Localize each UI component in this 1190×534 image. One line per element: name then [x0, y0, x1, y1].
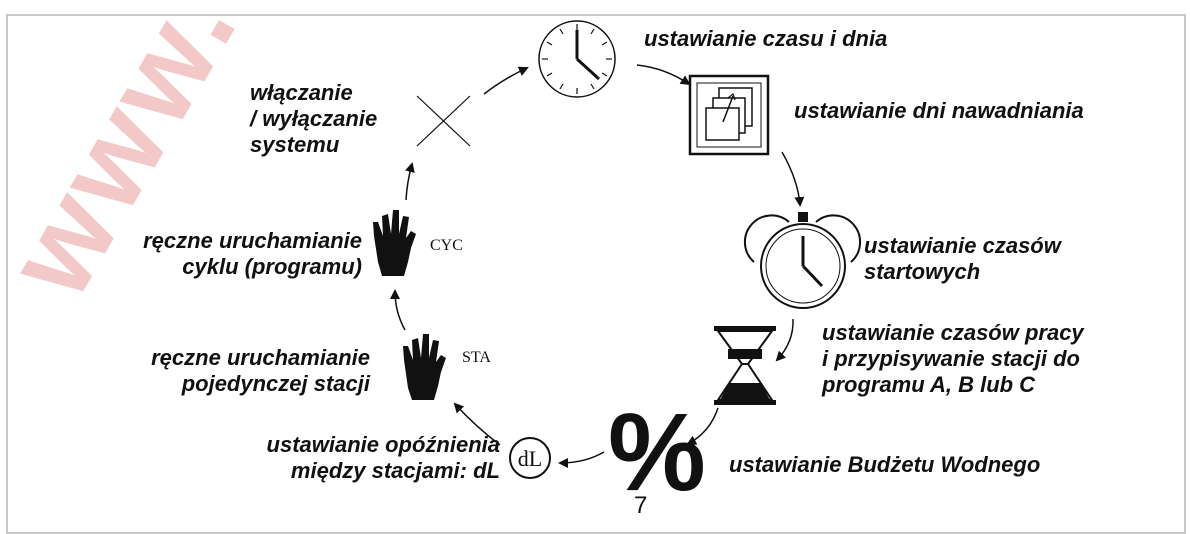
- arrow-days-to-start: [781, 151, 805, 207]
- off-icon: [416, 95, 471, 147]
- arrow-run-to-budget: [686, 407, 719, 445]
- arrow-onoff-to-time: [483, 66, 529, 95]
- label-budget: ustawianie Budżetu Wodnego: [729, 452, 1041, 477]
- label-run: ustawianie czasów pracy i przypisywanie …: [822, 320, 1084, 397]
- arrow-time-to-days: [636, 64, 691, 86]
- dl-icon: dL: [509, 437, 551, 479]
- calendar-icon: [688, 74, 770, 156]
- hand-icon-station: STA: [403, 334, 491, 400]
- arrow-delay-to-station: [453, 402, 501, 446]
- arrow-budget-to-delay: [558, 451, 605, 468]
- svg-text:STA: STA: [462, 349, 491, 366]
- label-station: ręczne uruchamianie pojedynczej stacji: [151, 345, 370, 396]
- label-start: ustawianie czasów startowych: [864, 233, 1061, 284]
- hourglass-icon: [714, 326, 776, 405]
- svg-text:%: %: [608, 391, 706, 514]
- percent-icon: %: [608, 391, 706, 514]
- arrow-station-to-cycle: [390, 289, 406, 331]
- hand-icon-cycle: CYC: [373, 210, 463, 276]
- svg-text:dL: dL: [518, 446, 542, 471]
- page-number: 7: [634, 492, 648, 519]
- label-days: ustawianie dni nawadniania: [794, 98, 1084, 123]
- label-cycle: ręczne uruchamianie cyklu (programu): [143, 228, 362, 279]
- alarm-clock-icon: [743, 212, 862, 309]
- clock-icon: [538, 20, 616, 98]
- label-delay: ustawianie opóźnienia między stacjami: d…: [266, 432, 500, 483]
- arrow-start-to-run: [775, 318, 794, 362]
- svg-text:CYC: CYC: [430, 237, 463, 254]
- cycle-diagram: % dL STA CYC: [373, 20, 862, 514]
- label-time: ustawianie czasu i dnia: [644, 26, 888, 51]
- label-onoff: włączanie / wyłączanie systemu: [250, 80, 378, 157]
- arrow-cycle-to-onoff: [405, 162, 415, 201]
